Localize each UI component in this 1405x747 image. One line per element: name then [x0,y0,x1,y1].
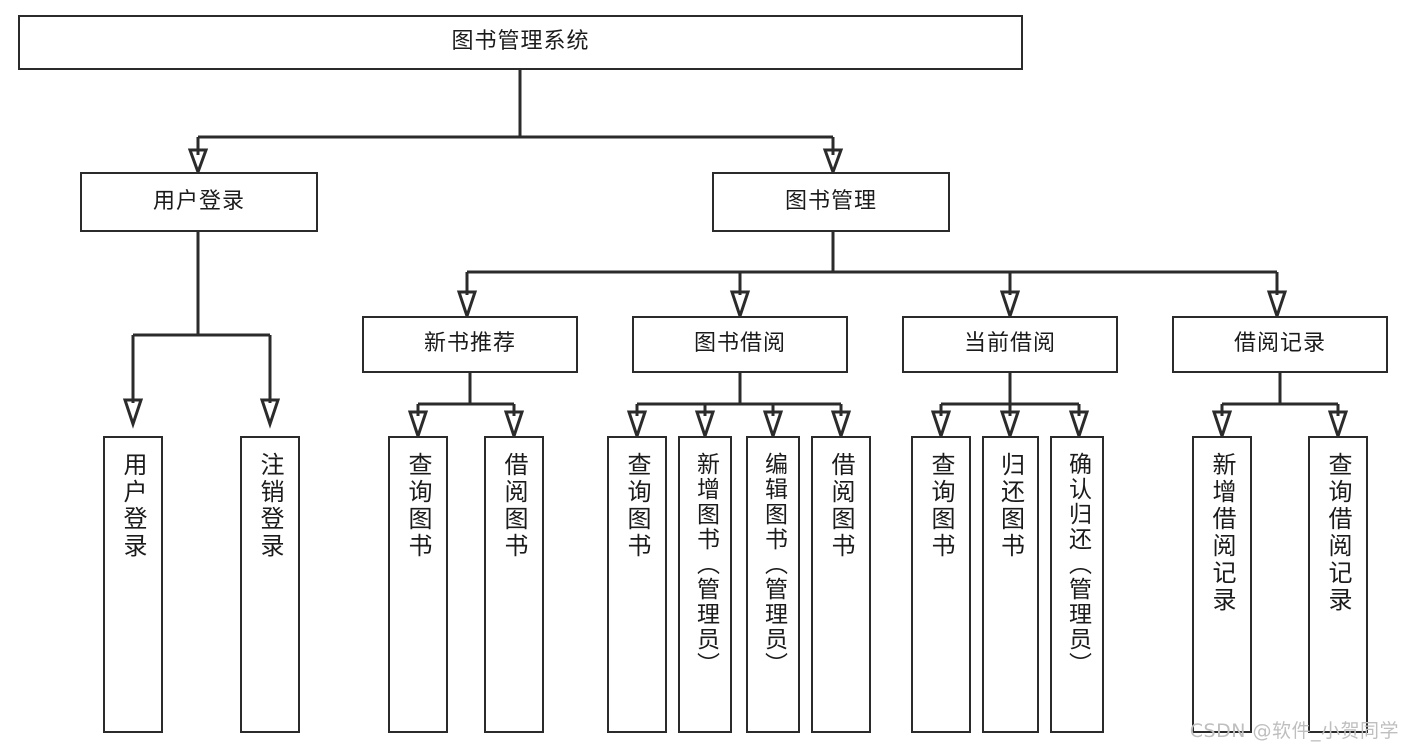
node-user-login[interactable]: 用户登录 [80,172,318,232]
node-leaf-add-borrow-record[interactable]: 新增借阅记录 [1192,436,1252,733]
node-leaf-return-book[interactable]: 归还图书 [982,436,1039,733]
node-label: 新书推荐 [423,331,516,357]
node-label: 确认归还（管理员） [1064,452,1091,677]
node-leaf-user-login[interactable]: 用户登录 [103,436,163,733]
node-leaf-query-book-current[interactable]: 查询图书 [911,436,971,733]
node-label: 用户登录 [119,452,147,560]
node-book-borrow[interactable]: 图书借阅 [632,316,848,373]
node-label: 编辑图书（管理员） [760,452,787,677]
node-label: 图书借阅 [693,331,786,357]
node-current-borrow[interactable]: 当前借阅 [902,316,1118,373]
node-leaf-logout[interactable]: 注销登录 [240,436,300,733]
node-label: 当前借阅 [963,331,1056,357]
node-leaf-query-borrow-record[interactable]: 查询借阅记录 [1308,436,1368,733]
node-label: 注销登录 [256,452,284,560]
watermark-text: CSDN @软件_小贺同学 [1189,720,1399,742]
node-leaf-edit-book-admin[interactable]: 编辑图书（管理员） [746,436,800,733]
node-label: 新增借阅记录 [1208,452,1236,614]
node-root-system[interactable]: 图书管理系统 [18,15,1023,70]
node-label: 图书管理 [784,188,877,214]
node-label: 查询借阅记录 [1324,452,1352,614]
node-leaf-confirm-return-admin[interactable]: 确认归还（管理员） [1050,436,1104,733]
node-leaf-borrow-book[interactable]: 借阅图书 [811,436,871,733]
node-new-book-recommend[interactable]: 新书推荐 [362,316,578,373]
node-book-management[interactable]: 图书管理 [712,172,950,232]
node-label: 借阅图书 [827,452,855,560]
node-leaf-borrow-book-recommend[interactable]: 借阅图书 [484,436,544,733]
node-borrow-record[interactable]: 借阅记录 [1172,316,1388,373]
node-leaf-query-book-recommend[interactable]: 查询图书 [388,436,448,733]
node-label: 借阅图书 [500,452,528,560]
node-label: 归还图书 [996,452,1025,560]
node-leaf-query-book-borrow[interactable]: 查询图书 [607,436,667,733]
node-label: 用户登录 [152,188,245,214]
node-label: 查询图书 [623,452,651,560]
node-label: 借阅记录 [1233,331,1326,357]
node-label: 新增图书（管理员） [692,452,719,677]
node-leaf-add-book-admin[interactable]: 新增图书（管理员） [678,436,732,733]
node-label: 图书管理系统 [451,29,590,55]
node-label: 查询图书 [404,452,432,560]
node-label: 查询图书 [927,452,955,560]
